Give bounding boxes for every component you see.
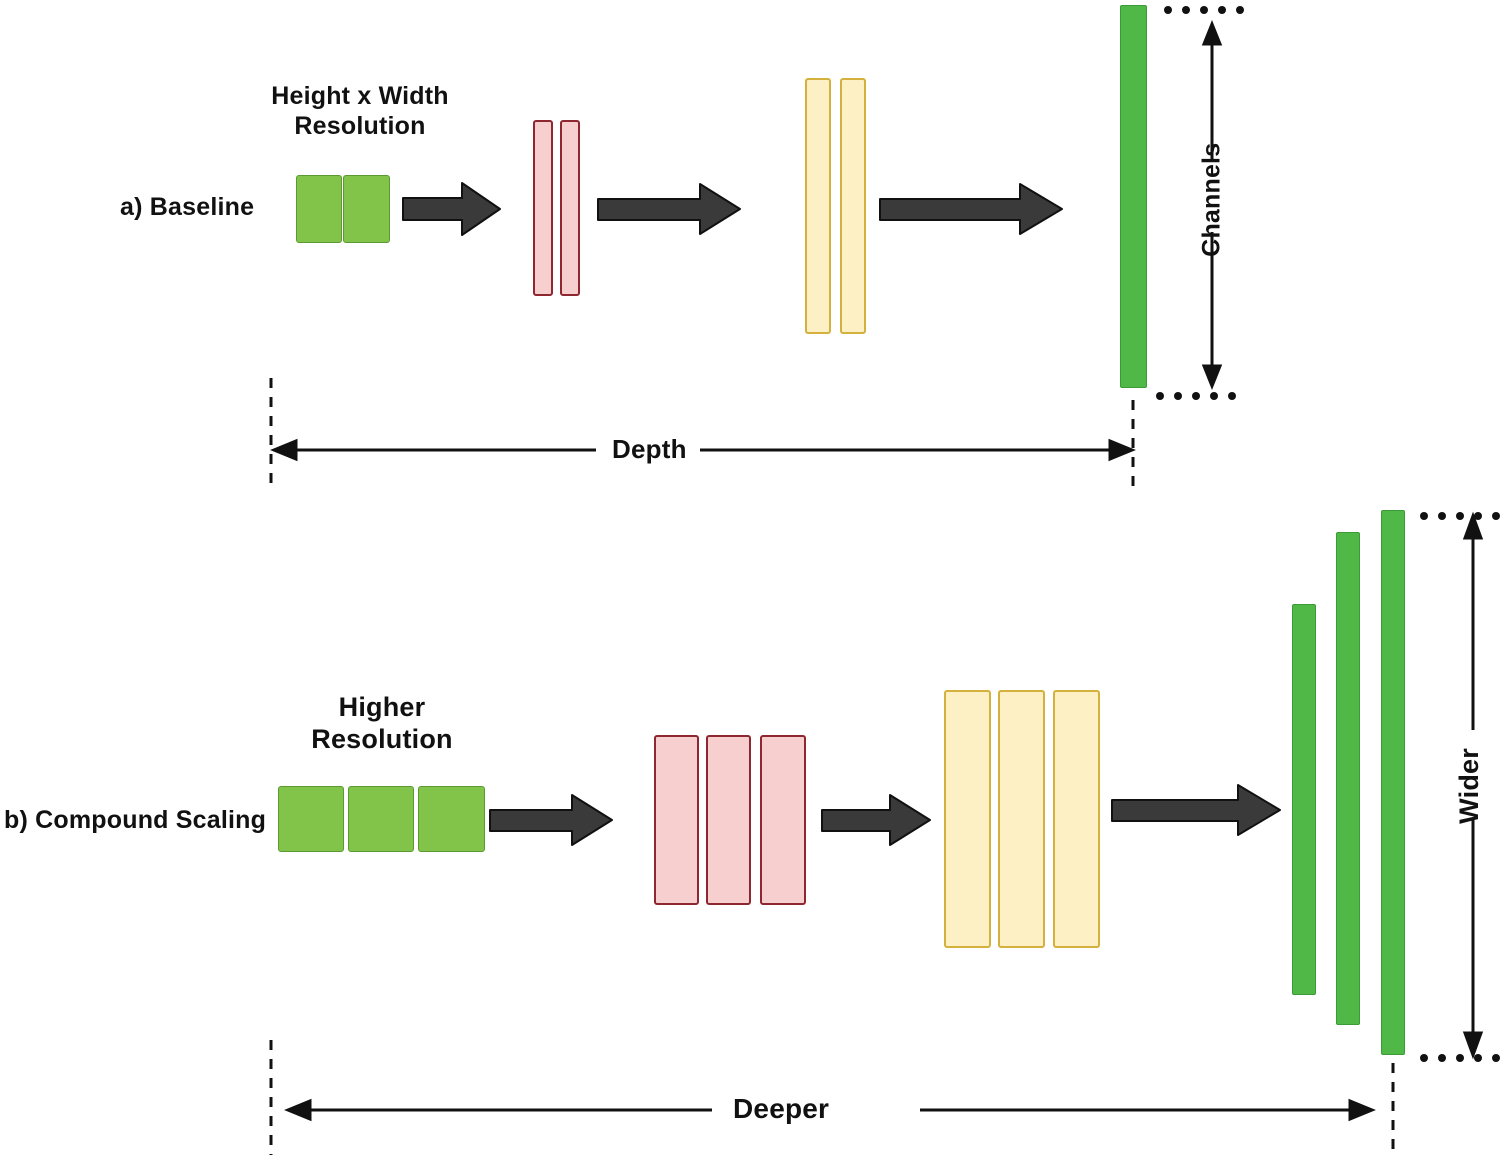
panel-a-depth-label: Depth xyxy=(612,434,687,464)
panel-a-input-block-1 xyxy=(296,175,342,243)
panel-b-conv2-block-2 xyxy=(998,690,1045,948)
panel-b-conv2-block-1 xyxy=(944,690,991,948)
panel-a-depth-arrow xyxy=(270,438,1136,462)
panel-b-wider-dotted-top xyxy=(1420,512,1500,520)
panel-a-channels-dotted-top xyxy=(1164,6,1244,14)
panel-b-arrow-3 xyxy=(1111,784,1281,836)
panel-a-conv2-block-1 xyxy=(805,78,831,334)
panel-b-arrow-2 xyxy=(821,794,931,846)
panel-b-conv1-block-3 xyxy=(760,735,806,905)
panel-b-conv1-block-1 xyxy=(654,735,699,905)
panel-b-wider-dotted-bottom xyxy=(1420,1054,1500,1062)
panel-b-output-bar-2 xyxy=(1336,532,1360,1025)
panel-b-deeper-arrow xyxy=(284,1098,1376,1122)
panel-b-resolution-label: Higher Resolution xyxy=(311,692,453,754)
panel-a-arrow-3 xyxy=(879,183,1063,235)
panel-b-conv1-block-2 xyxy=(706,735,751,905)
panel-a-conv1-block-2 xyxy=(560,120,580,296)
panel-a-row-label: a) Baseline xyxy=(120,193,255,221)
panel-a-output-bar-1 xyxy=(1120,5,1147,388)
panel-b-deeper-label: Deeper xyxy=(733,1093,830,1124)
panel-a-channels-dotted-bottom xyxy=(1156,392,1236,400)
panel-a-resolution-label: Height x Width Resolution xyxy=(271,82,449,140)
panel-a-input-block-2 xyxy=(343,175,390,243)
panel-b-input-block-3 xyxy=(418,786,485,852)
panel-a-conv2-block-2 xyxy=(840,78,866,334)
panel-a-arrow-2 xyxy=(597,183,741,235)
panel-b-output-bar-1 xyxy=(1292,604,1316,995)
panel-b-wider-label: Wider xyxy=(1454,748,1485,824)
panel-b-input-block-1 xyxy=(278,786,344,852)
panel-a-arrow-1 xyxy=(402,182,501,236)
panel-b-arrow-1 xyxy=(489,794,613,846)
panel-a-channels-label: Channels xyxy=(1197,142,1226,257)
panel-b-conv2-block-3 xyxy=(1053,690,1100,948)
panel-b-row-label: b) Compound Scaling xyxy=(4,806,267,834)
panel-b-input-block-2 xyxy=(348,786,414,852)
panel-a-conv1-block-1 xyxy=(533,120,553,296)
panel-b-output-bar-3 xyxy=(1381,510,1405,1055)
